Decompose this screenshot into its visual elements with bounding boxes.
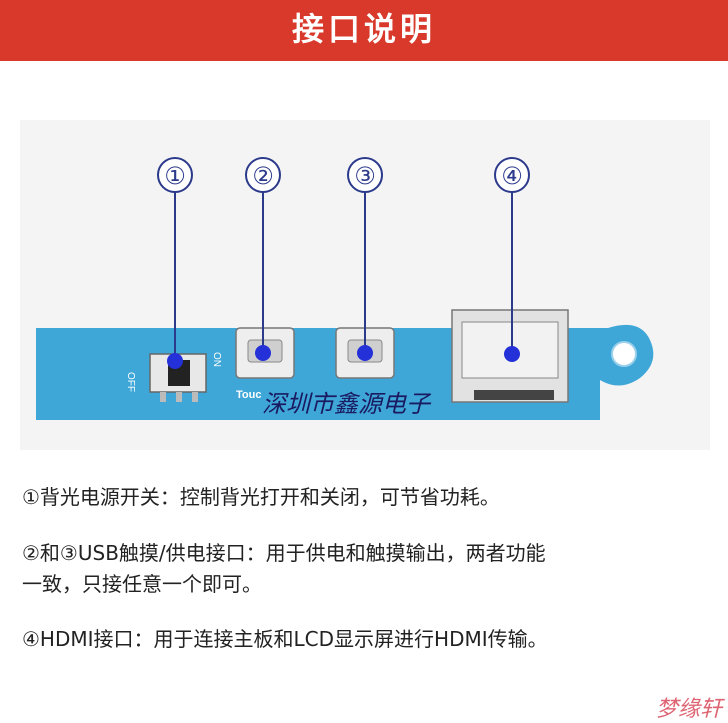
callout-4-number: ④ (501, 162, 523, 190)
description-usb-line2: 一致，只接任意一个即可。 (22, 572, 262, 596)
backlight-switch: OFF ON (125, 352, 222, 402)
header-banner: 接口说明 (0, 0, 728, 61)
touch-label: Touc (236, 389, 261, 401)
description-usb-line1: ②和③USB触摸/供电接口：用于供电和触摸输出，两者功能 (22, 541, 546, 565)
callout-3: ③ (347, 157, 383, 361)
interface-diagram: OFF ON Touc 深圳市鑫源电子 ① ② ③ ④ (20, 120, 710, 450)
callout-2-number: ② (252, 162, 274, 190)
callout-3-dot (357, 345, 373, 361)
description-hdmi: ④HDMI接口：用于连接主板和LCD显示屏进行HDMI传输。 (22, 627, 548, 651)
callout-4-dot (504, 346, 520, 362)
callout-3-number: ③ (354, 162, 376, 190)
footer-watermark: 梦缘轩 (655, 697, 722, 722)
hdmi-port (451, 309, 569, 403)
description-switch: ①背光电源开关：控制背光打开和关闭，可节省功耗。 (22, 485, 500, 509)
callout-1-dot (167, 353, 183, 369)
callout-2-dot (255, 345, 271, 361)
mounting-hole (611, 341, 637, 367)
callout-1: ① (157, 157, 193, 369)
diagram-watermark: 深圳市鑫源电子 (262, 390, 432, 418)
callout-1-number: ① (164, 162, 186, 190)
callout-4: ④ (494, 157, 530, 362)
switch-off-label: OFF (125, 372, 136, 392)
page-title: 接口说明 (291, 10, 436, 48)
switch-on-label: ON (211, 352, 222, 367)
callout-2: ② (245, 157, 281, 361)
